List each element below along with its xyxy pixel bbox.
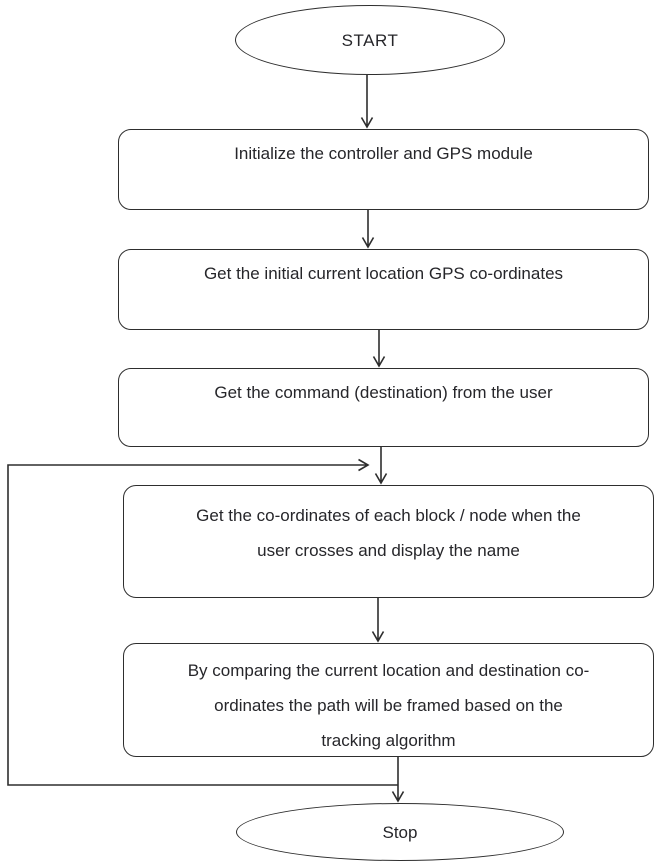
- process-step-initial-location: Get the initial current location GPS co-…: [118, 249, 649, 330]
- stop-node: Stop: [236, 803, 564, 861]
- arrow-step1-to-step2: [361, 210, 375, 249]
- stop-label: Stop: [382, 822, 418, 842]
- process-step-block-coordinates: Get the co-ordinates of each block / nod…: [123, 485, 654, 598]
- process-step-initialize: Initialize the controller and GPS module: [118, 129, 649, 210]
- process-step-label-line: tracking algorithm: [321, 731, 456, 750]
- arrow-step5-to-stop: [391, 757, 405, 803]
- process-step-label-line: By comparing the current location and de…: [187, 661, 590, 680]
- process-step-label: Get the command (destination) from the u…: [214, 383, 553, 402]
- process-step-label-line: user crosses and display the name: [257, 541, 520, 560]
- process-step-get-command: Get the command (destination) from the u…: [118, 368, 649, 447]
- process-step-label-line: Get the co-ordinates of each block / nod…: [196, 506, 581, 525]
- start-label: START: [341, 30, 399, 50]
- arrow-step3-to-step4: [374, 447, 388, 485]
- process-step-label: Initialize the controller and GPS module: [234, 144, 533, 163]
- arrow-step4-to-step5: [371, 598, 385, 643]
- arrow-step2-to-step3: [372, 330, 386, 368]
- start-node: START: [235, 5, 505, 75]
- arrow-start-to-step1: [360, 75, 374, 129]
- process-step-label: Get the initial current location GPS co-…: [203, 264, 564, 283]
- process-step-compare-path: By comparing the current location and de…: [123, 643, 654, 757]
- process-step-label-line: ordinates the path will be framed based …: [214, 696, 563, 715]
